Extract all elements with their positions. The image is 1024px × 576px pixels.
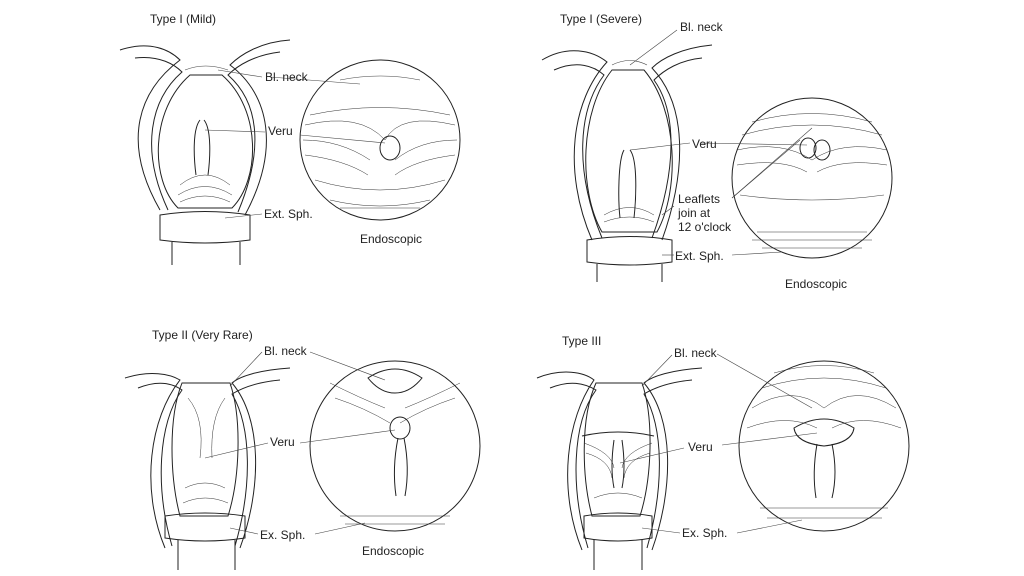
urethra-illustration xyxy=(119,39,461,265)
panel-title: Type III xyxy=(562,334,602,348)
panel-type-2: Type II (Very Rare) Bl. neck Veru Ex. Sp… xyxy=(0,288,512,576)
urethra-illustration xyxy=(541,29,893,282)
label-bladder-neck: Bl. neck xyxy=(264,344,307,358)
label-external-sphincter: Ext. Sph. xyxy=(264,207,313,221)
label-endoscopic: Endoscopic xyxy=(360,232,423,246)
panel-type-1-mild: Type I (Mild) Bl. neck Veru Ext. Sph. En… xyxy=(0,0,512,288)
panel-title: Type II (Very Rare) xyxy=(152,328,253,342)
label-veru: Veru xyxy=(268,124,293,138)
label-endoscopic: Endoscopic xyxy=(362,544,425,558)
label-endoscopic: Endoscopic xyxy=(785,277,848,291)
label-external-sphincter: Ex. Sph. xyxy=(682,526,728,540)
label-external-sphincter: Ext. Sph. xyxy=(675,249,724,263)
label-bladder-neck: Bl. neck xyxy=(674,346,717,360)
label-bladder-neck: Bl. neck xyxy=(680,20,723,34)
panel-title: Type I (Mild) xyxy=(150,12,217,26)
label-veru: Veru xyxy=(688,440,713,454)
panel-type-1-severe: Type I (Severe) Bl. neck Veru Leaflets j… xyxy=(512,0,1024,291)
panel-title: Type I (Severe) xyxy=(560,12,643,26)
label-veru: Veru xyxy=(692,137,717,151)
urethra-illustration xyxy=(124,351,481,570)
label-bladder-neck: Bl. neck xyxy=(265,70,308,84)
label-veru: Veru xyxy=(270,435,295,449)
panel-type-3: Type III Bl. neck Veru Ex. Sph. xyxy=(512,288,1024,576)
label-external-sphincter: Ex. Sph. xyxy=(260,528,306,542)
urethra-illustration xyxy=(536,353,910,570)
label-leaflets: Leaflets join at 12 o'clock xyxy=(678,192,731,234)
